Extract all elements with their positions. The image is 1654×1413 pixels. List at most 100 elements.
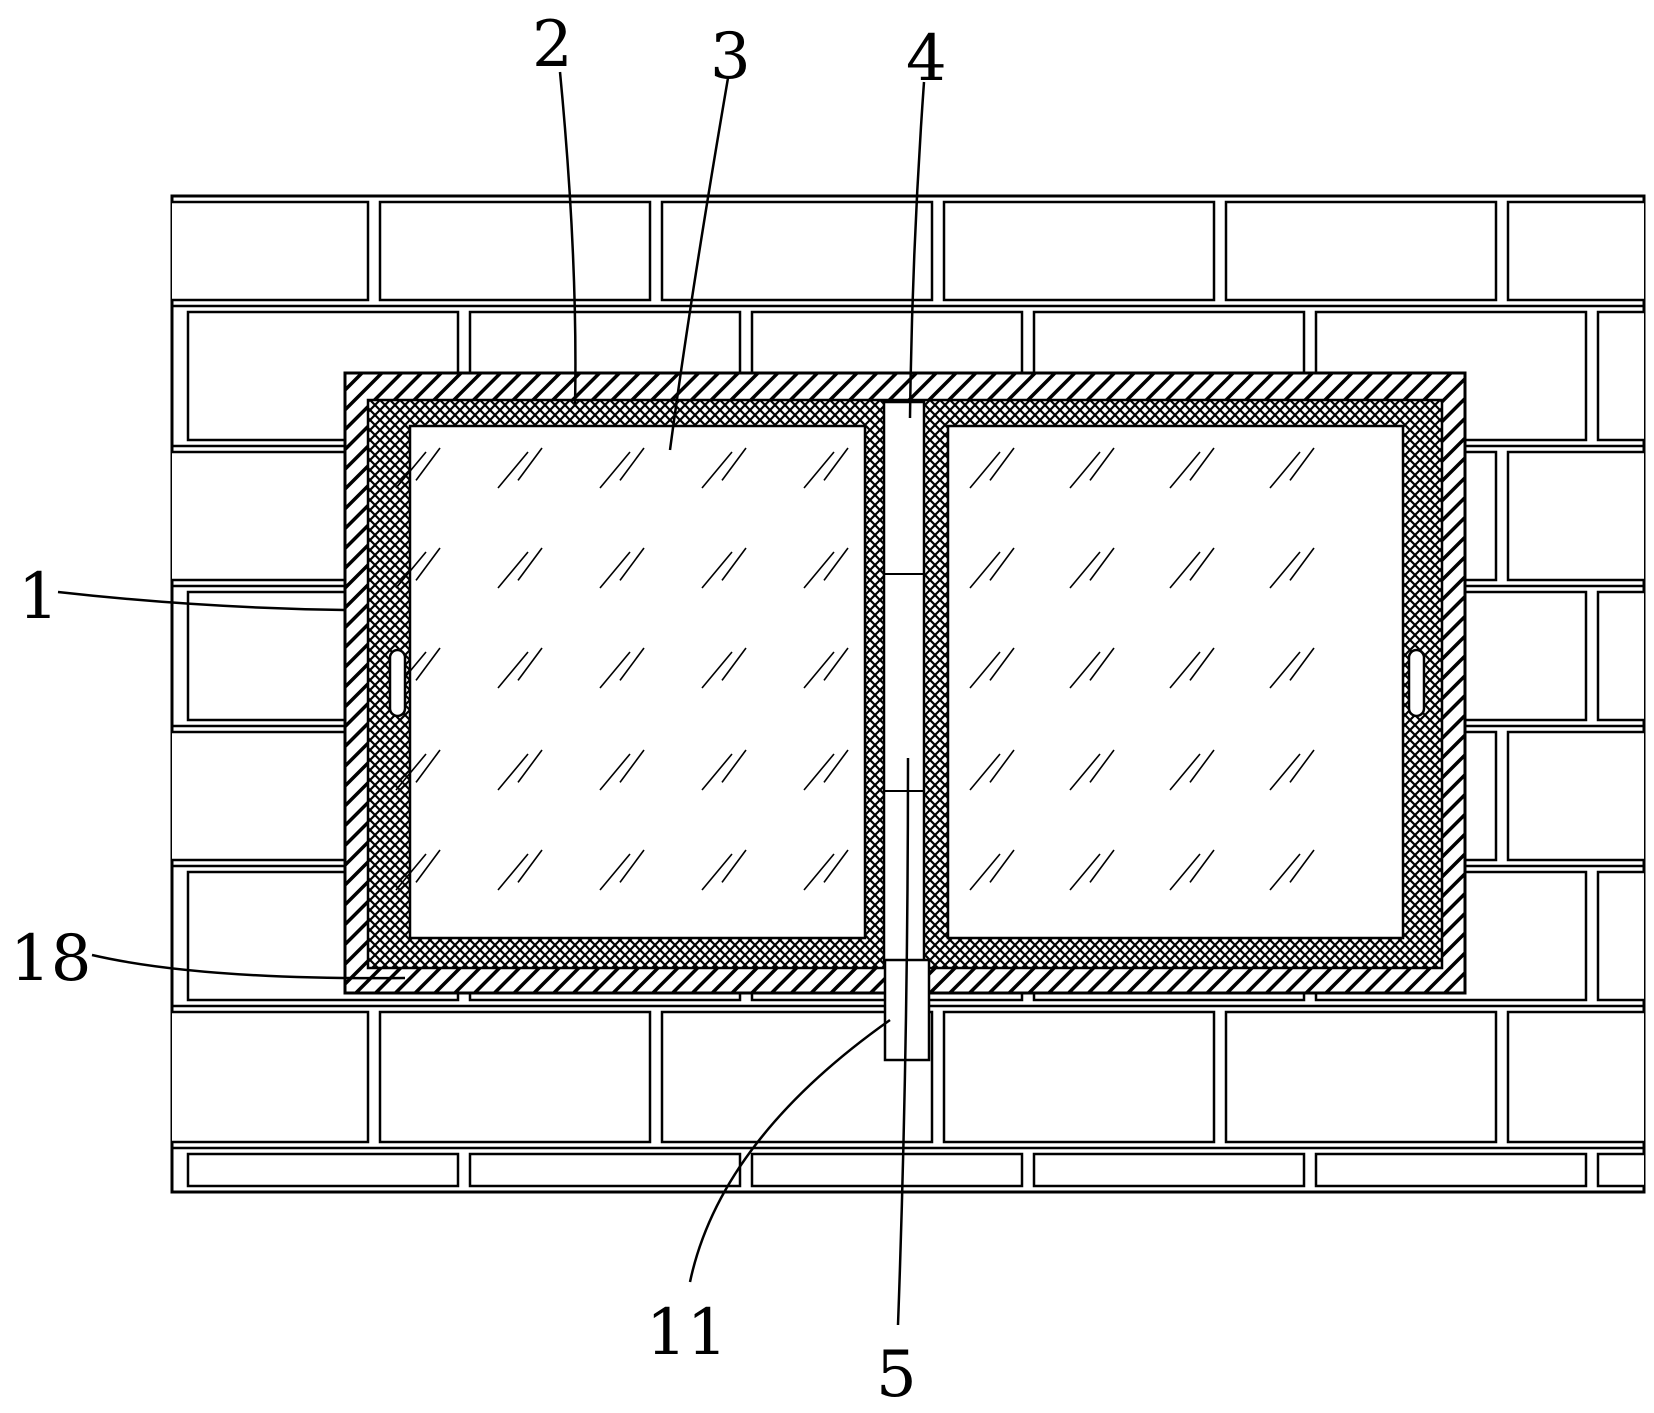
leader-3 [668,77,730,451]
glass-pane-left [408,424,867,940]
glass-mark [1289,647,1315,681]
glass-mark [1069,651,1101,689]
glass-mark [415,547,441,581]
glass-mark [721,647,747,681]
glass-mark [969,853,1001,891]
glass-mark [619,547,645,581]
brick [1596,1152,1644,1188]
glass-mark [1289,849,1315,883]
glass-mark [823,749,849,783]
handle-left [388,648,407,718]
label-18: 18 [10,922,91,996]
glass-mark [1089,749,1115,783]
brick [660,200,934,302]
glass-mark [1169,651,1201,689]
glass-mark [1269,853,1301,891]
glass-mark [701,853,733,891]
glass-mark [497,551,529,589]
glass-mark [1289,749,1315,783]
label-1: 1 [18,560,59,634]
glass-mark [823,647,849,681]
glass-mark [1189,447,1215,481]
glass-mark [823,849,849,883]
glass-mark [1069,451,1101,489]
brick [1506,730,1644,862]
glass-mark [1269,451,1301,489]
glass-mark [1169,753,1201,791]
brick [942,1010,1216,1144]
brick [1596,310,1644,442]
brick [468,1152,742,1188]
glass-reflection-marks [395,447,1315,891]
glass-mark [619,749,645,783]
glass-mark [497,853,529,891]
brick [172,730,370,862]
leader-2 [558,71,577,406]
glass-mark [497,651,529,689]
glass-mark [395,451,427,489]
glass-mark [517,849,543,883]
leader-11 [688,1018,891,1283]
center-mullion [882,400,926,967]
glass-mark [415,647,441,681]
brick [378,200,652,302]
brick [1596,590,1644,722]
brick [750,1152,1024,1188]
glass-mark [1089,447,1115,481]
brick [186,1152,460,1188]
leader-18 [91,953,406,980]
glass-mark [1189,749,1215,783]
glass-mark [415,849,441,883]
glass-mark [619,647,645,681]
glass-mark [1069,853,1101,891]
glass-mark [701,551,733,589]
glass-mark [517,749,543,783]
glass-mark [1189,647,1215,681]
glass-mark [497,451,529,489]
handle-right [1407,648,1426,718]
glass-mark [1269,651,1301,689]
glass-mark [1089,849,1115,883]
leader-4 [908,81,926,419]
glass-mark [803,651,835,689]
glass-mark [721,749,747,783]
glass-mark [1069,753,1101,791]
glass-mark [1289,447,1315,481]
label-2: 2 [532,8,573,82]
label-4: 4 [906,22,947,96]
glass-mark [599,753,631,791]
glass-mark [823,547,849,581]
glass-mark [989,647,1015,681]
brick [378,1010,652,1144]
brick [1506,450,1644,582]
glass-mark [803,551,835,589]
glass-mark [599,651,631,689]
brick [942,200,1216,302]
glass-mark [395,853,427,891]
glass-mark [517,647,543,681]
glass-mark [823,447,849,481]
glass-mark [395,551,427,589]
glass-mark [701,753,733,791]
glass-mark [1189,849,1215,883]
glass-mark [1169,551,1201,589]
brick [1506,1010,1644,1144]
label-11: 11 [646,1296,727,1370]
glass-mark [1089,547,1115,581]
glass-mark [969,551,1001,589]
glass-mark [517,547,543,581]
glass-mark [969,753,1001,791]
glass-mark [497,753,529,791]
leader-5 [896,757,910,1326]
glass-mark [1169,451,1201,489]
glass-mark [969,651,1001,689]
reference-numerals: 1 2 3 4 5 11 18 [10,8,947,1412]
glass-mark [1169,853,1201,891]
brick [172,200,370,302]
glass-mark [619,447,645,481]
glass-mark [1269,753,1301,791]
glass-mark [701,651,733,689]
brick [1224,1010,1498,1144]
glass-mark [989,547,1015,581]
